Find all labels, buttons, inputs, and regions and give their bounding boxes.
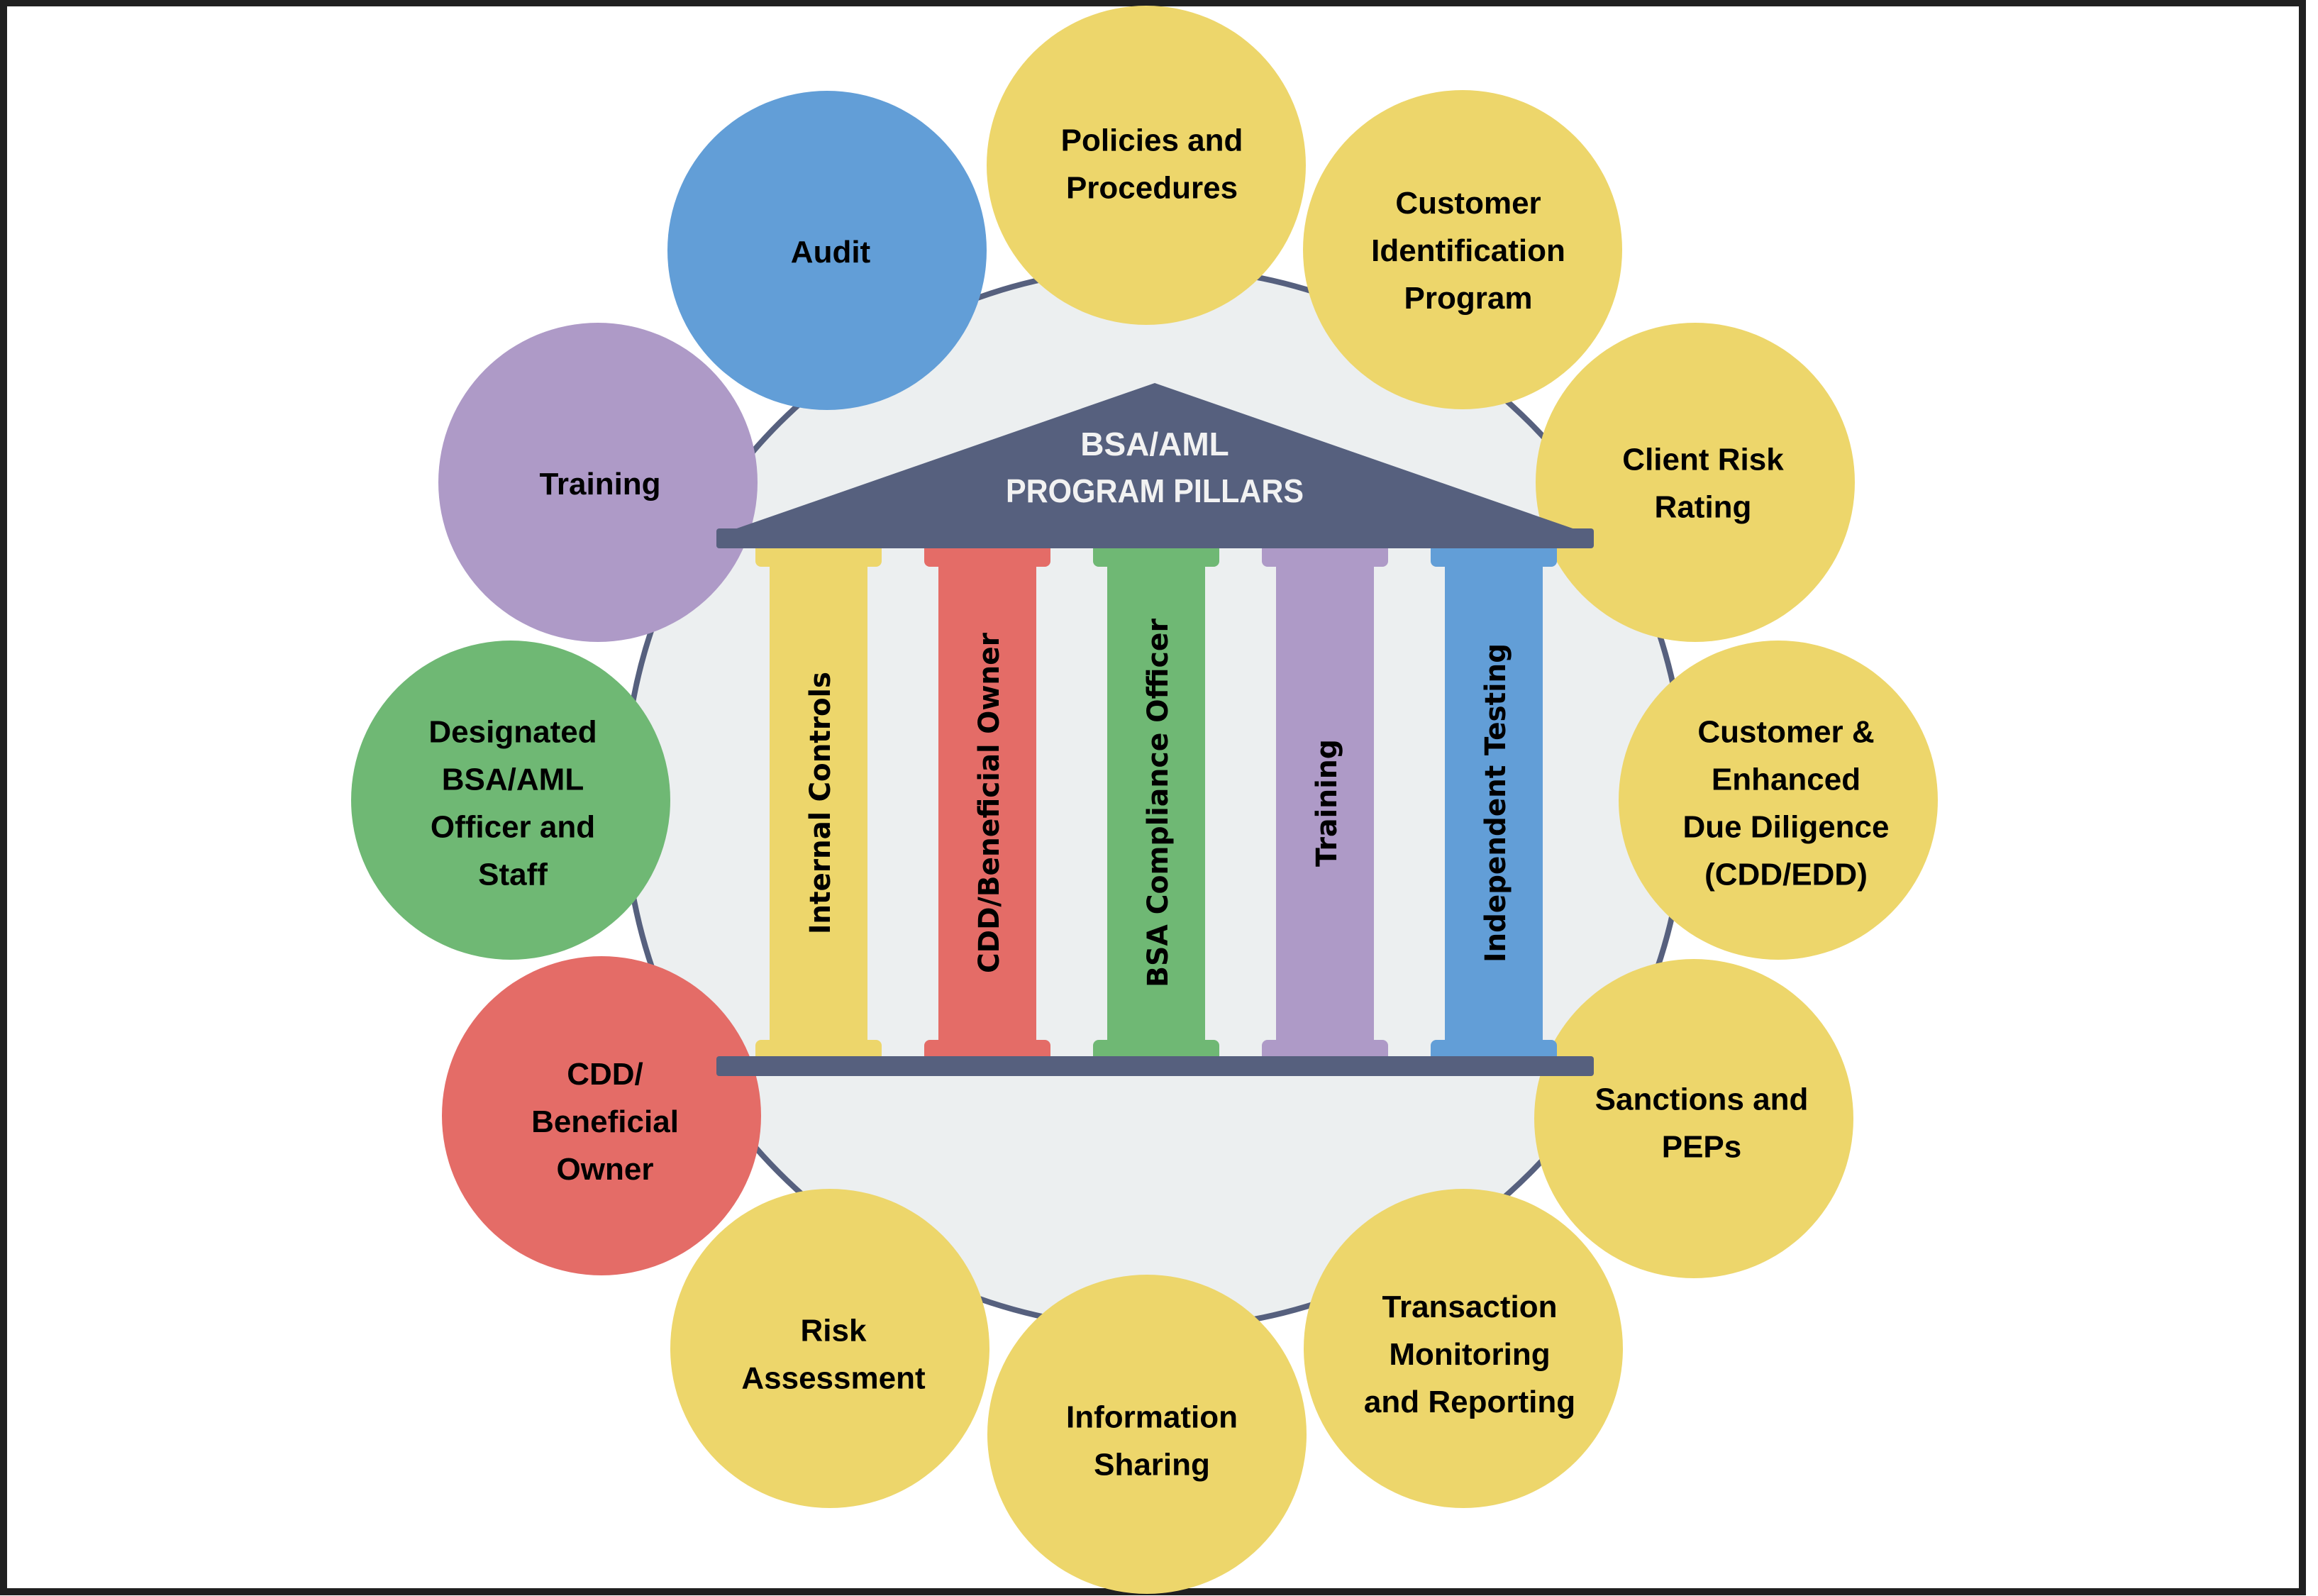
node-circle	[438, 323, 758, 642]
node-label-line: Owner	[557, 1152, 654, 1187]
node-circle	[670, 1189, 989, 1508]
node-label-line: Sanctions and	[1595, 1082, 1809, 1117]
node-label-line: Training	[539, 467, 660, 501]
node-label-line: Staff	[478, 858, 548, 892]
node-label-line: Beneficial	[531, 1104, 679, 1139]
pillar-shaft	[938, 564, 1036, 1043]
node-label-line: Identification	[1371, 233, 1565, 268]
node-label-line: Due Diligence	[1683, 810, 1890, 845]
pillar-base-bottom	[1431, 1048, 1557, 1057]
node-audit: Audit	[667, 91, 987, 410]
temple-roof	[731, 383, 1579, 531]
pillar-label: Internal Controls	[804, 672, 837, 934]
temple-title-line-1: BSA/AML	[1080, 426, 1229, 462]
pillar-label: Training	[1311, 739, 1343, 867]
node-label-line: Customer &	[1697, 715, 1874, 750]
node-circle	[442, 956, 761, 1275]
pillar-shaft	[1107, 564, 1205, 1043]
node-label-line: BSA/AML	[442, 763, 584, 797]
pillar-shaft	[1445, 564, 1543, 1043]
node-label-line: PEPs	[1662, 1130, 1742, 1165]
node-label-line: and Reporting	[1364, 1385, 1575, 1419]
node-label-line: Procedures	[1066, 171, 1238, 206]
pillar-label: BSA Compliance Officer	[1142, 619, 1175, 987]
node-label-line: Officer and	[431, 810, 595, 845]
pillar-label: Independent Testing	[1480, 643, 1512, 963]
node-label-line: Risk	[801, 1314, 867, 1348]
node-circle	[667, 91, 987, 410]
node-label-line: Monitoring	[1389, 1337, 1550, 1372]
node-circle	[987, 6, 1306, 325]
temple-title-line-2: PROGRAM PILLARS	[1006, 472, 1304, 509]
pillar-base-bottom	[924, 1048, 1050, 1057]
pillar-3: BSA Compliance Officer	[1093, 548, 1219, 1057]
temple-graphic: BSA/AML PROGRAM PILLARS Internal Control…	[716, 383, 1594, 1076]
node-label-line: Client Risk	[1622, 443, 1784, 477]
pillar-capital-top	[1262, 548, 1388, 557]
node-label-line: Designated	[428, 715, 597, 750]
pillar-label: CDD/Beneficial Owner	[973, 633, 1006, 973]
pillar-capital-top	[1093, 548, 1219, 557]
node-label-line: Sharing	[1094, 1448, 1210, 1483]
pillar-capital-top	[755, 548, 882, 557]
node-label-line: (CDD/EDD)	[1704, 858, 1868, 892]
temple-roof-beam	[716, 528, 1594, 548]
node-circle	[987, 1275, 1307, 1594]
pillars: Internal Controls CDD/Beneficial Owner BSA…	[755, 548, 1557, 1057]
pillar-base-bottom	[1262, 1048, 1388, 1057]
node-circle	[1619, 641, 1938, 960]
node-circle	[351, 641, 670, 960]
node-label-line: Information	[1066, 1400, 1238, 1435]
node-label-line: Customer	[1395, 186, 1541, 221]
pillar-shaft	[1276, 564, 1374, 1043]
pillar-1: Internal Controls	[755, 548, 882, 1057]
pillar-capital-top	[924, 548, 1050, 557]
node-label-line: Enhanced	[1712, 763, 1860, 797]
node-label-line: CDD/	[567, 1057, 643, 1092]
node-circle	[1304, 1189, 1623, 1508]
pillar-5: Independent Testing	[1431, 548, 1557, 1057]
node-label-line: Rating	[1655, 490, 1752, 525]
node-label-line: Audit	[791, 235, 871, 270]
node-circle	[1303, 90, 1622, 409]
node-label-line: Transaction	[1382, 1290, 1558, 1324]
pillar-2: CDD/Beneficial Owner	[924, 548, 1050, 1057]
node-circle	[1534, 959, 1853, 1278]
node-circle	[1536, 323, 1855, 642]
node-label-line: Assessment	[741, 1361, 926, 1396]
pillar-4: Training	[1262, 548, 1388, 1057]
pillar-base-bottom	[1093, 1048, 1219, 1057]
node-label-line: Program	[1404, 281, 1533, 316]
pillar-capital-top	[1431, 548, 1557, 557]
node-training: Training	[438, 323, 758, 642]
temple-base	[716, 1056, 1594, 1076]
pillar-shaft	[770, 564, 867, 1043]
node-label-line: Policies and	[1061, 123, 1243, 158]
pillar-base-bottom	[755, 1048, 882, 1057]
